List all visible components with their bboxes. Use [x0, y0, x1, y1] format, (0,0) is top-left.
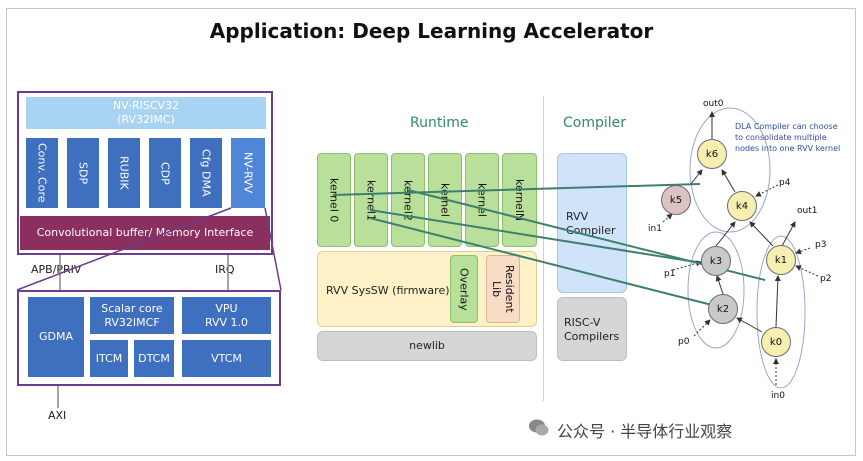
label-in0: in0: [771, 391, 785, 401]
unit-conv-core: Conv. Core: [26, 138, 58, 208]
syssw-label: RVV SysSW (firmware): [326, 284, 450, 297]
nv-rvv-detail-box: [17, 290, 281, 386]
conv-buffer-block: Convolutional buffer/ Memory Interface: [20, 216, 270, 250]
node-k1: k1: [766, 245, 796, 275]
label-p1: p1: [664, 269, 676, 279]
unit-cdp: CDP: [149, 138, 181, 208]
slide-frame: [6, 8, 856, 456]
edge-in1-k5: [662, 213, 673, 223]
label-p2: p2: [820, 274, 832, 284]
edge-k5-k6: [689, 169, 703, 186]
nv-riscv32-sub: (RV32IMC): [117, 113, 175, 126]
rvv-compiler-block: RVV Compiler: [557, 153, 627, 293]
map-kernel0: [332, 183, 701, 196]
graph-note: DLA Compiler can choose to consolidate m…: [735, 122, 841, 153]
node-k6: k6: [697, 139, 727, 169]
nv-riscv32-title: NV-RISCV32: [112, 99, 180, 112]
apb-priv-label: APB/PRIV: [31, 263, 82, 276]
runtime-header: Runtime: [410, 115, 469, 131]
compiler-header: Compiler: [563, 115, 627, 131]
resident-lib-block: Resident Lib: [486, 255, 520, 323]
edge-k3-k4: [715, 221, 736, 247]
edge-p2-k1: [795, 265, 819, 277]
dla-core-box: [17, 91, 273, 255]
node-k3: k3: [701, 246, 731, 276]
kernel-1: kernel1: [354, 153, 388, 247]
overlay-block: Overlay: [450, 255, 478, 323]
vpu-label: VPU: [215, 301, 238, 315]
zoom-line-right: [264, 207, 282, 291]
scalar-core-block: Scalar core RV32IMCF: [90, 297, 174, 334]
label-p0: p0: [678, 337, 690, 347]
axi-label: AXI: [48, 409, 67, 422]
kernel-0: kernel 0: [317, 153, 351, 247]
edge-p4-k4: [755, 184, 779, 197]
vtcm-block: VTCM: [182, 340, 271, 377]
node-k2: k2: [708, 294, 738, 324]
node-k0: k0: [761, 327, 791, 357]
edge-p0-k2: [693, 319, 711, 337]
edge-k1-out1: [781, 221, 796, 247]
label-p3: p3: [815, 240, 827, 250]
vpu-block: VPU RVV 1.0: [182, 297, 271, 334]
edge-p3-k1: [795, 247, 811, 255]
edge-k1-k4: [749, 221, 774, 247]
divider: [543, 96, 544, 401]
dtcm-block: DTCM: [134, 340, 174, 377]
map-kernel1-b: [369, 217, 713, 306]
edge-k4-k6: [721, 169, 736, 193]
irq-label: IRQ: [215, 263, 235, 276]
unit-nv-rvv: NV-RVV: [231, 138, 265, 208]
cluster-mid: [687, 231, 745, 349]
gdma-block: GDMA: [28, 297, 84, 377]
riscv-compilers-label: RISC-V Compilers: [564, 316, 620, 343]
label-out0: out0: [703, 99, 724, 109]
vpu-sub: RVV 1.0: [204, 315, 249, 329]
nv-riscv32-block: NV-RISCV32 (RV32IMC): [26, 97, 266, 129]
label-in1: in1: [648, 224, 662, 234]
itcm-block: ITCM: [90, 340, 128, 377]
edge-k2-k3: [715, 275, 724, 295]
node-k4: k4: [727, 191, 757, 221]
unit-cfg-dma: Cfg DMA: [190, 138, 222, 208]
rvv-compiler-label: RVV Compiler: [566, 210, 616, 237]
map-kernel1-a: [369, 209, 697, 263]
label-p4: p4: [779, 178, 791, 188]
label-out1: out1: [797, 206, 818, 216]
newlib-block: newlib: [317, 331, 537, 361]
watermark-text: 公众号 · 半导体行业观察: [557, 422, 733, 441]
scalar-core-label: Scalar core: [101, 301, 163, 315]
cluster-top: [689, 107, 771, 233]
edge-k0-k1: [774, 275, 781, 328]
scalar-core-sub: RV32IMCF: [104, 315, 160, 329]
node-k5: k5: [661, 185, 691, 215]
edge-k0-k2: [736, 317, 763, 333]
page-title: Application: Deep Learning Accelerator: [209, 19, 654, 43]
unit-rubik: RUBIK: [108, 138, 140, 208]
riscv-compilers-block: RISC-V Compilers: [557, 297, 627, 361]
cluster-right: [756, 235, 806, 389]
zoom-line-left: [16, 207, 232, 291]
unit-sdp: SDP: [67, 138, 99, 208]
wechat-icon: [528, 417, 550, 439]
